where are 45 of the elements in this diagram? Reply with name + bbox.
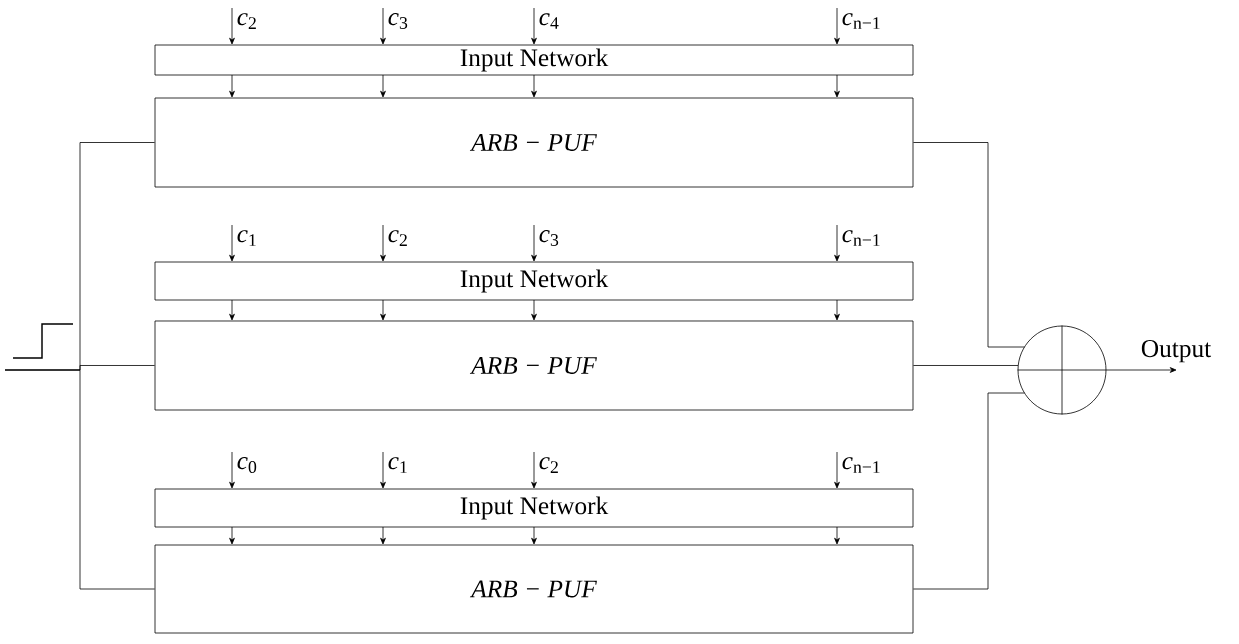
- input-network-box: Input Network: [154, 261, 914, 301]
- arrow: [531, 451, 537, 489]
- arrow: [380, 7, 386, 45]
- edge-label: c$_{0}$: [237, 457, 257, 473]
- arrow: [531, 74, 537, 98]
- arbiter-puf-box: ARB − PUF: [154, 544, 914, 634]
- arrow: [834, 526, 840, 545]
- arrow: [380, 526, 386, 545]
- arrow: [229, 7, 235, 45]
- edge-label: c$_{1}$: [237, 230, 256, 246]
- arrow: [531, 526, 537, 545]
- arrow: [531, 224, 537, 262]
- arrow: [229, 526, 235, 545]
- edge-label: c$_{2}$: [237, 13, 256, 29]
- edge-label: c$_{2}$: [388, 230, 407, 246]
- arrow: [229, 224, 235, 262]
- arrow: [531, 7, 537, 45]
- arrow: [834, 451, 840, 489]
- arrow: [229, 74, 235, 98]
- arrow: [380, 299, 386, 321]
- edge-label: c$_{2}$: [539, 457, 558, 473]
- arrow: [1106, 367, 1177, 373]
- edge-label: c$_{n−1}$: [842, 230, 880, 246]
- input-network-box: Input Network: [154, 488, 914, 528]
- arrow: [834, 7, 840, 45]
- arrow: [229, 451, 235, 489]
- edge-label: c$_{n−1}$: [842, 457, 880, 473]
- edge-label: Output: [1141, 340, 1212, 363]
- arbiter-puf-box: ARB − PUF: [154, 320, 914, 411]
- input-network-box: Input Network: [154, 44, 914, 76]
- arrow: [834, 224, 840, 262]
- edge-label: c$_{4}$: [539, 13, 559, 29]
- arrow: [229, 299, 235, 321]
- arrow: [380, 74, 386, 98]
- arrow: [380, 224, 386, 262]
- xor-circle: [1017, 325, 1107, 415]
- arrow: [531, 299, 537, 321]
- edge-label: c$_{n−1}$: [842, 13, 880, 29]
- arrow: [834, 299, 840, 321]
- arrow: [380, 451, 386, 489]
- arrow: [834, 74, 840, 98]
- arbiter-puf-box: ARB − PUF: [154, 97, 914, 188]
- edge-label: c$_{1}$: [388, 457, 407, 473]
- edge-label: c$_{3}$: [388, 13, 408, 29]
- edge-label: c$_{3}$: [539, 230, 559, 246]
